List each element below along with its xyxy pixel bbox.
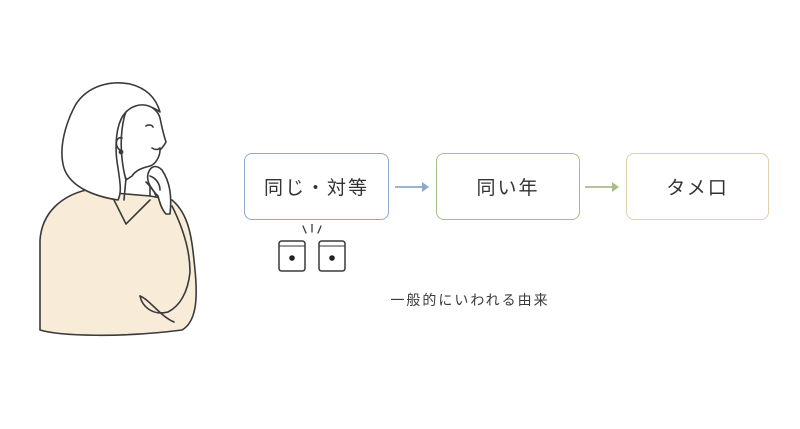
caption-text: 一般的にいわれる由来 [390, 293, 550, 309]
flow-box-tameguchi: タメ口 [626, 153, 769, 220]
flow-step-3-label: タメ口 [666, 177, 729, 199]
flow-box-same-equal: 同じ・対等 [244, 153, 389, 220]
arrow-right-icon [585, 182, 619, 192]
flow-box-same-age: 同い年 [436, 153, 580, 220]
flow-step-2-label: 同い年 [476, 177, 540, 199]
hair [61, 82, 161, 201]
arrow-right-icon [395, 182, 429, 192]
dice-pair-icon [278, 224, 346, 272]
face [120, 104, 167, 181]
flow-step-1-label: 同じ・対等 [263, 177, 369, 199]
